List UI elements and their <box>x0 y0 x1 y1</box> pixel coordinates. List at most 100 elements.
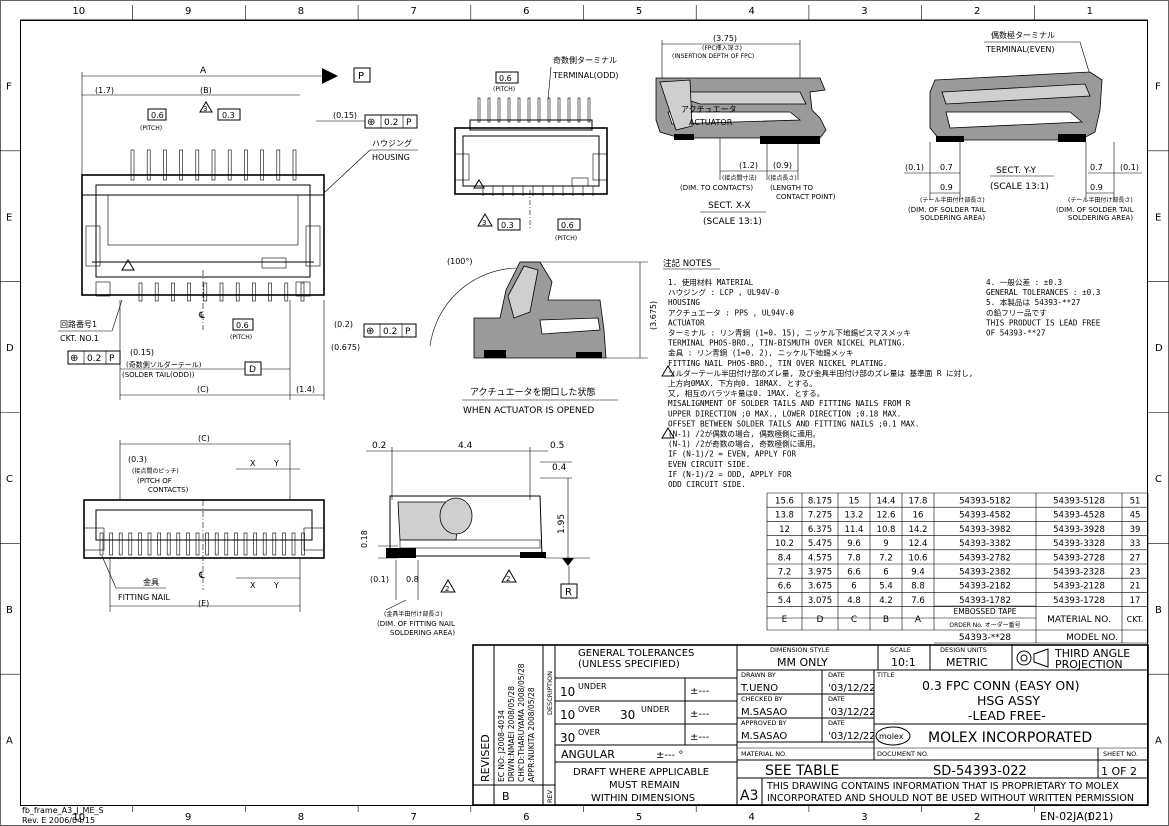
svg-text:(接点長さ): (接点長さ) <box>768 174 797 182</box>
table-cell: 4.8 <box>847 596 861 606</box>
fcf-top <box>364 114 418 129</box>
contact-lead <box>214 532 219 556</box>
svg-text:0.6: 0.6 <box>236 321 249 330</box>
odd-terminal-jp: 奇数側ターミナル <box>553 55 617 65</box>
actuator-en: ACTUATOR <box>689 118 733 127</box>
svg-text:DATE: DATE <box>828 671 845 679</box>
note-line: アクチュエータ : PPS , UL94V-0 <box>668 308 794 317</box>
row-label-left: B <box>6 605 13 616</box>
frame-id: fb_frame_A3_J_ME_S <box>22 806 104 815</box>
svg-text:(SCALE 13:1): (SCALE 13:1) <box>990 182 1049 192</box>
svg-text:2: 2 <box>445 585 449 593</box>
row-label-right: B <box>1155 605 1162 616</box>
tol-value: ±--- <box>690 732 710 743</box>
note-line: ODD CIRCUIT SIDE. <box>668 480 746 489</box>
terminal-lead-bottom <box>235 282 240 302</box>
table-cell: 54393-2182 <box>959 582 1011 592</box>
svg-text:(INSERTION DEPTH OF FPC): (INSERTION DEPTH OF FPC) <box>672 53 754 60</box>
dim-0-15-top: (0.15) <box>333 111 357 120</box>
note-line: ハウジング : LCP , UL94V-0 <box>668 287 780 297</box>
terminal-lead-top <box>195 149 200 181</box>
svg-text:(PITCH): (PITCH) <box>555 235 577 242</box>
svg-text:P: P <box>406 118 412 128</box>
odd-terminal-en: TERMINAL(ODD) <box>552 71 619 80</box>
table-cell: 13.2 <box>845 511 864 521</box>
side-outline <box>389 495 543 557</box>
table-cell: 45 <box>1130 511 1141 521</box>
contact-lead <box>109 532 113 556</box>
terminal-lead-top <box>292 149 297 181</box>
row-label-left: A <box>6 736 13 747</box>
row-label-left: D <box>6 343 14 354</box>
note-line: ターミナル : リン青銅 (1=0. 15), ニッケル下地錫ビスマスメッキ <box>668 328 911 338</box>
contact-lead <box>176 532 181 556</box>
table-header: D <box>817 615 824 625</box>
svg-text:MUST REMAIN: MUST REMAIN <box>609 780 680 791</box>
company-name: MOLEX INCORPORATED <box>928 730 1092 746</box>
svg-text:ANGULAR: ANGULAR <box>561 748 615 761</box>
sect-x-title: SECT. X-X <box>708 201 751 211</box>
terminal-lead <box>477 97 481 123</box>
ckt-label: CKT. <box>1127 615 1144 624</box>
svg-text:TITLE: TITLE <box>876 671 895 679</box>
revised-label: REVISED <box>479 734 492 782</box>
table-cell: 54393-3982 <box>959 525 1011 535</box>
svg-text:0.7: 0.7 <box>940 163 953 172</box>
dim-B: (B) <box>200 86 212 95</box>
notes-header: 注記 NOTES <box>663 258 712 269</box>
terminal-lead-top <box>244 149 248 181</box>
terminal-lead <box>587 97 591 123</box>
table-cell: 6 <box>851 582 856 592</box>
row-label-left: F <box>6 81 12 92</box>
table-cell: 21 <box>1130 582 1141 592</box>
table-cell: 10.8 <box>877 525 896 535</box>
svg-text:(UNLESS SPECIFIED): (UNLESS SPECIFIED) <box>578 659 680 670</box>
table-cell: 7.2 <box>879 553 893 563</box>
svg-text:(DIM. TO CONTACTS): (DIM. TO CONTACTS) <box>680 184 753 192</box>
row-label-right: F <box>1155 81 1161 92</box>
svg-text:'03/12/22: '03/12/22 <box>828 707 876 718</box>
svg-text:DATE: DATE <box>828 719 845 727</box>
tol-range-a: 10 <box>560 685 575 699</box>
note-line: ACTUATOR <box>668 318 705 327</box>
svg-text:DESIGN UNITS: DESIGN UNITS <box>940 646 987 654</box>
drawing-title-2: HSG ASSY <box>977 693 1040 708</box>
section-y-body <box>929 71 1103 141</box>
row-label-left: E <box>6 212 12 223</box>
terminal-lead-bottom <box>187 282 191 302</box>
table-cell: 16 <box>913 511 924 521</box>
table-cell: 54393-2782 <box>959 553 1011 563</box>
svg-text:⊕: ⊕ <box>367 117 375 128</box>
table-header: A <box>915 615 922 625</box>
row-label-right: D <box>1155 343 1163 354</box>
actuator-open-view: (100°) (3.675) アクチュエータを開口した状態 WHEN ACTUA… <box>429 257 658 416</box>
table-cell: 9.6 <box>847 539 861 549</box>
table-cell: 9 <box>883 539 888 549</box>
table-cell: 4.575 <box>808 553 832 563</box>
svg-text:DESCRIPTION: DESCRIPTION <box>546 671 554 715</box>
open-height: (3.675) <box>649 301 658 330</box>
table-cell: 8.4 <box>778 553 792 563</box>
svg-text:(SOLDER TAIL(ODD)): (SOLDER TAIL(ODD)) <box>122 371 195 379</box>
svg-text:(接点間寸法): (接点間寸法) <box>722 174 757 182</box>
svg-text:INCORPORATED AND SHOULD NOT BE: INCORPORATED AND SHOULD NOT BE USED WITH… <box>767 793 1134 804</box>
col-label-bottom: 10 <box>72 812 85 823</box>
table-cell: 23 <box>1130 568 1141 578</box>
note-line: 又, 相互のバラツキ量は0. 1MAX. とする。 <box>668 388 824 398</box>
table-cell: 9.4 <box>911 568 925 578</box>
table-cell: 3.075 <box>808 596 832 606</box>
terminal-lead-bottom <box>219 282 224 302</box>
svg-text:0.2: 0.2 <box>383 327 397 337</box>
frame-rev: Rev. E 2006/04/15 <box>22 816 95 825</box>
table-cell: 54393-2328 <box>1053 568 1105 578</box>
svg-text:TERMINAL(EVEN): TERMINAL(EVEN) <box>985 45 1054 54</box>
contact-lead <box>147 532 152 556</box>
svg-text:0.6: 0.6 <box>499 74 512 83</box>
col-label-top: 10 <box>72 6 85 17</box>
table-cell: 54393-1728 <box>1053 596 1105 606</box>
svg-text:⊕: ⊕ <box>366 326 374 337</box>
terminal-lead <box>487 97 491 123</box>
contact-lead <box>282 532 286 556</box>
